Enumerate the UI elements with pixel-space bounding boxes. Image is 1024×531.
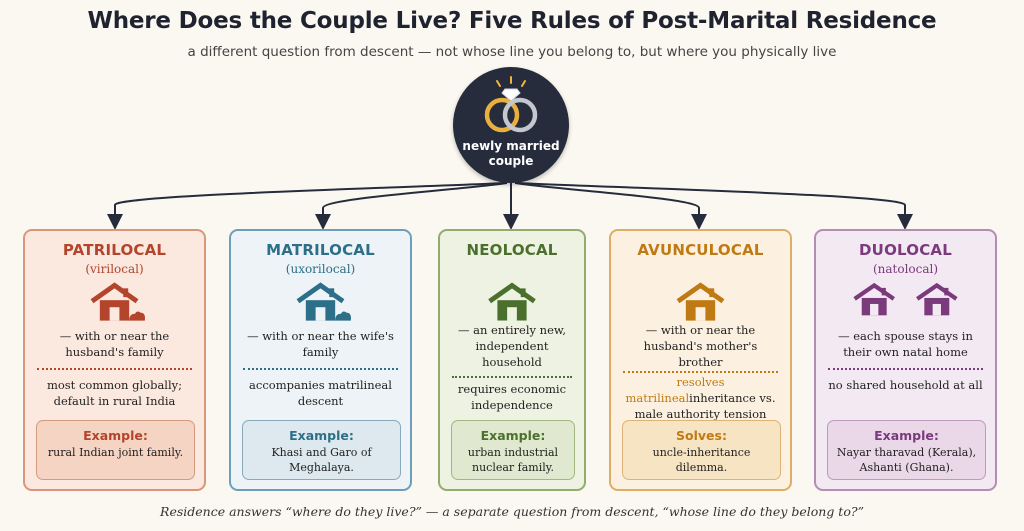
example-text: uncle-inheritance dilemma. — [652, 446, 751, 474]
card-note: accompanies matrilineal descent — [249, 378, 392, 408]
card-description: — each spouse stays in their own natal h… — [838, 329, 973, 359]
example-label: Solves: — [676, 428, 727, 443]
card-description: — with or near the husband's mother's br… — [643, 323, 758, 369]
example-box: Solves: uncle-inheritance dilemma. — [622, 420, 781, 480]
divider — [243, 368, 398, 370]
example-text: Nayar tharavad (Kerala), Ashanti (Ghana)… — [836, 446, 977, 474]
card-duolocal: DUOLOCAL (natolocal) — each spouse stays… — [814, 229, 997, 491]
card-title: PATRILOCAL — [62, 241, 167, 259]
page-subtitle: a different question from descent — not … — [187, 44, 837, 60]
card-patrilocal: PATRILOCAL (virilocal) — with or near th… — [23, 229, 206, 491]
newly-married-couple-hub: newly married couple — [453, 67, 569, 183]
house-icon — [90, 282, 145, 321]
house-icon — [488, 282, 536, 321]
page-title: Where Does the Couple Live? Five Rules o… — [87, 8, 937, 34]
example-label: Example: — [480, 428, 546, 443]
example-box: Example: Khasi and Garo of Meghalaya. — [242, 420, 401, 480]
card-note: requires economic independence — [457, 382, 567, 412]
divider — [828, 368, 983, 370]
card-note: most common globally; default in rural I… — [46, 378, 183, 408]
wedding-rings-icon — [484, 76, 538, 133]
house-icon — [676, 282, 725, 321]
card-alt-name: (virilocal) — [85, 262, 144, 276]
connector-avunculocal — [514, 182, 707, 230]
connector-matrilocal — [315, 182, 508, 230]
card-description: — with or near the wife's family — [247, 329, 394, 359]
divider — [623, 371, 778, 373]
card-title: MATRILOCAL — [266, 241, 375, 259]
card-note: resolves matrilinealinheritance vs. male… — [625, 375, 776, 421]
example-box: Example: urban industrial nuclear family… — [451, 420, 575, 480]
card-description: — with or near the husband's family — [59, 329, 170, 359]
card-matrilocal: MATRILOCAL (uxorilocal) — with or near t… — [229, 229, 412, 491]
card-description: — an entirely new, independent household — [457, 323, 567, 369]
card-note: no shared household at all — [828, 378, 983, 392]
example-box: Example: Nayar tharavad (Kerala), Ashant… — [827, 420, 986, 480]
card-neolocal: NEOLOCAL — an entirely new, independent … — [438, 229, 586, 491]
card-avunculocal: AVUNCULOCAL — with or near the husband's… — [609, 229, 792, 491]
divider — [452, 376, 572, 378]
house-icon — [296, 282, 351, 321]
footer-caption: Residence answers “where do they live?” … — [160, 504, 864, 519]
card-alt-name: (natolocal) — [872, 262, 939, 276]
connector-patrilocal — [107, 182, 506, 230]
example-text: Khasi and Garo of Meghalaya. — [271, 446, 372, 474]
hub-label: newly married couple — [462, 139, 560, 168]
example-label: Example: — [83, 428, 148, 443]
card-title: NEOLOCAL — [466, 241, 558, 259]
example-box: Example: rural Indian joint family. — [36, 420, 195, 480]
card-title: DUOLOCAL — [859, 241, 952, 259]
example-label: Example: — [289, 428, 354, 443]
example-text: urban industrial nuclear family. — [467, 446, 559, 474]
card-alt-name: (uxorilocal) — [285, 262, 356, 276]
connector-duolocal — [516, 182, 913, 230]
two-houses-icon — [853, 282, 958, 316]
divider — [37, 368, 192, 370]
example-label: Example: — [874, 428, 939, 443]
card-title: AVUNCULOCAL — [637, 241, 764, 259]
example-text: rural Indian joint family. — [47, 446, 184, 459]
